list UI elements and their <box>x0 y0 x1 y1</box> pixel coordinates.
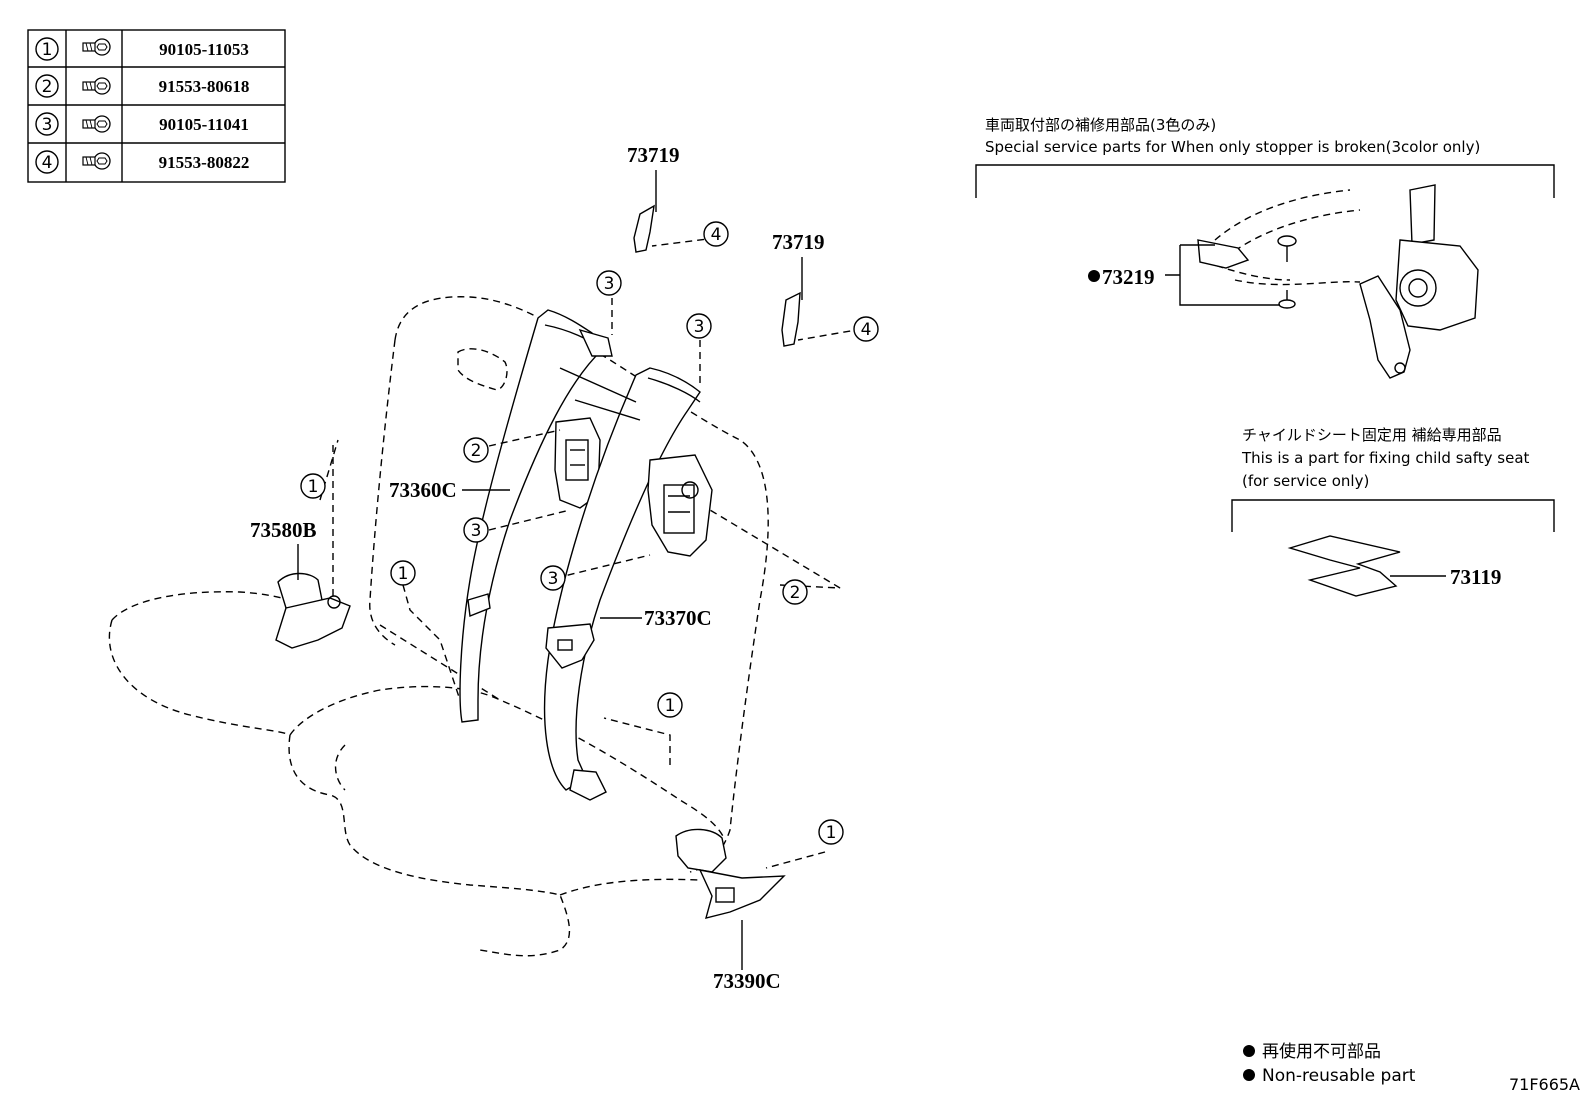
svg-text:3: 3 <box>694 317 705 337</box>
svg-text:4: 4 <box>861 320 872 340</box>
fastener-marker-2: 2 <box>782 579 808 605</box>
table-index: 4 <box>42 153 53 173</box>
child-seat-line2: (for service only) <box>1242 472 1369 490</box>
fastener-marker-1: 1 <box>657 692 683 718</box>
fastener-marker-3: 3 <box>686 313 712 339</box>
table-row: 4 91553-80822 <box>35 150 250 174</box>
buckle-73390c <box>675 828 786 919</box>
fastener-leaders <box>319 237 863 869</box>
table-row: 3 90105-11041 <box>35 112 249 136</box>
child-seat-panel: チャイルドシート固定用 補給専用部品 This is a part for fi… <box>1231 426 1555 597</box>
seat-outline <box>108 296 769 957</box>
fastener-table: 1 90105-11053 2 91553-80618 3 90105-1104… <box>27 29 286 183</box>
special-service-panel: 車両取付部の補修用部品(3色のみ) Special service parts … <box>975 116 1555 379</box>
part-number: 90105-11041 <box>159 115 249 134</box>
legend-jp: 再使用不可部品 <box>1262 1041 1381 1062</box>
table-index: 3 <box>42 115 53 135</box>
legend-en: Non-reusable part <box>1262 1066 1416 1086</box>
belt-73360c <box>459 309 613 723</box>
svg-text:2: 2 <box>471 441 482 461</box>
legend: 再使用不可部品 Non-reusable part <box>1243 1041 1416 1086</box>
fastener-marker-4: 4 <box>703 221 729 247</box>
svg-text:4: 4 <box>711 225 722 245</box>
part-callouts: 73719 73719 73360C 73580B 73370C 73390C <box>250 143 825 993</box>
child-seat-line1: This is a part for fixing child safty se… <box>1241 449 1530 467</box>
non-reusable-dot-icon <box>1243 1069 1255 1081</box>
svg-text:2: 2 <box>790 583 801 603</box>
bolt-icon <box>82 77 111 95</box>
special-service-title-jp: 車両取付部の補修用部品(3色のみ) <box>985 116 1216 134</box>
svg-text:1: 1 <box>308 477 319 497</box>
svg-text:3: 3 <box>471 521 482 541</box>
special-service-title-en: Special service parts for When only stop… <box>985 138 1480 156</box>
callout-73119: 73119 <box>1450 565 1501 589</box>
part-number: 90105-11053 <box>159 40 249 59</box>
fastener-marker-3: 3 <box>463 517 489 543</box>
fastener-marker-3: 3 <box>540 565 566 591</box>
table-row: 1 90105-11053 <box>35 37 249 61</box>
buckle-73580b <box>275 572 351 649</box>
bolt-icon <box>82 115 111 133</box>
fastener-marker-1: 1 <box>818 819 844 845</box>
bolt-icon <box>82 152 111 170</box>
fastener-marker-1: 1 <box>300 473 326 499</box>
fastener-marker-4: 4 <box>853 316 879 342</box>
table-row: 2 91553-80618 <box>35 74 250 98</box>
fastener-markers: 1 1 1 1 2 2 3 3 3 3 4 4 <box>300 221 879 845</box>
part-number: 91553-80618 <box>159 77 250 96</box>
fastener-marker-3: 3 <box>596 270 622 296</box>
non-reusable-dot <box>1088 270 1100 282</box>
figure-code: 71F665A <box>1509 1075 1580 1094</box>
svg-text:3: 3 <box>604 274 615 294</box>
bolt-icon <box>82 38 111 56</box>
svg-text:1: 1 <box>826 823 837 843</box>
callout-73580b: 73580B <box>250 518 317 542</box>
svg-text:1: 1 <box>665 696 676 716</box>
child-seat-title-jp: チャイルドシート固定用 補給専用部品 <box>1242 426 1502 444</box>
part-number: 91553-80822 <box>159 153 250 172</box>
fastener-marker-2: 2 <box>463 437 489 463</box>
cover-73719-b <box>781 291 801 347</box>
fastener-marker-1: 1 <box>390 560 416 586</box>
callout-73370c: 73370C <box>644 606 712 630</box>
callout-73719: 73719 <box>772 230 825 254</box>
belt-73370c <box>543 367 713 801</box>
non-reusable-dot-icon <box>1243 1045 1255 1057</box>
table-index: 1 <box>42 40 53 60</box>
cover-73719-a <box>633 204 655 253</box>
callout-73360c: 73360C <box>389 478 457 502</box>
callout-73719: 73719 <box>627 143 680 167</box>
svg-text:1: 1 <box>398 564 409 584</box>
callout-73219: 73219 <box>1102 265 1155 289</box>
table-index: 2 <box>42 77 53 97</box>
svg-text:3: 3 <box>548 569 559 589</box>
callout-73390c: 73390C <box>713 969 781 993</box>
